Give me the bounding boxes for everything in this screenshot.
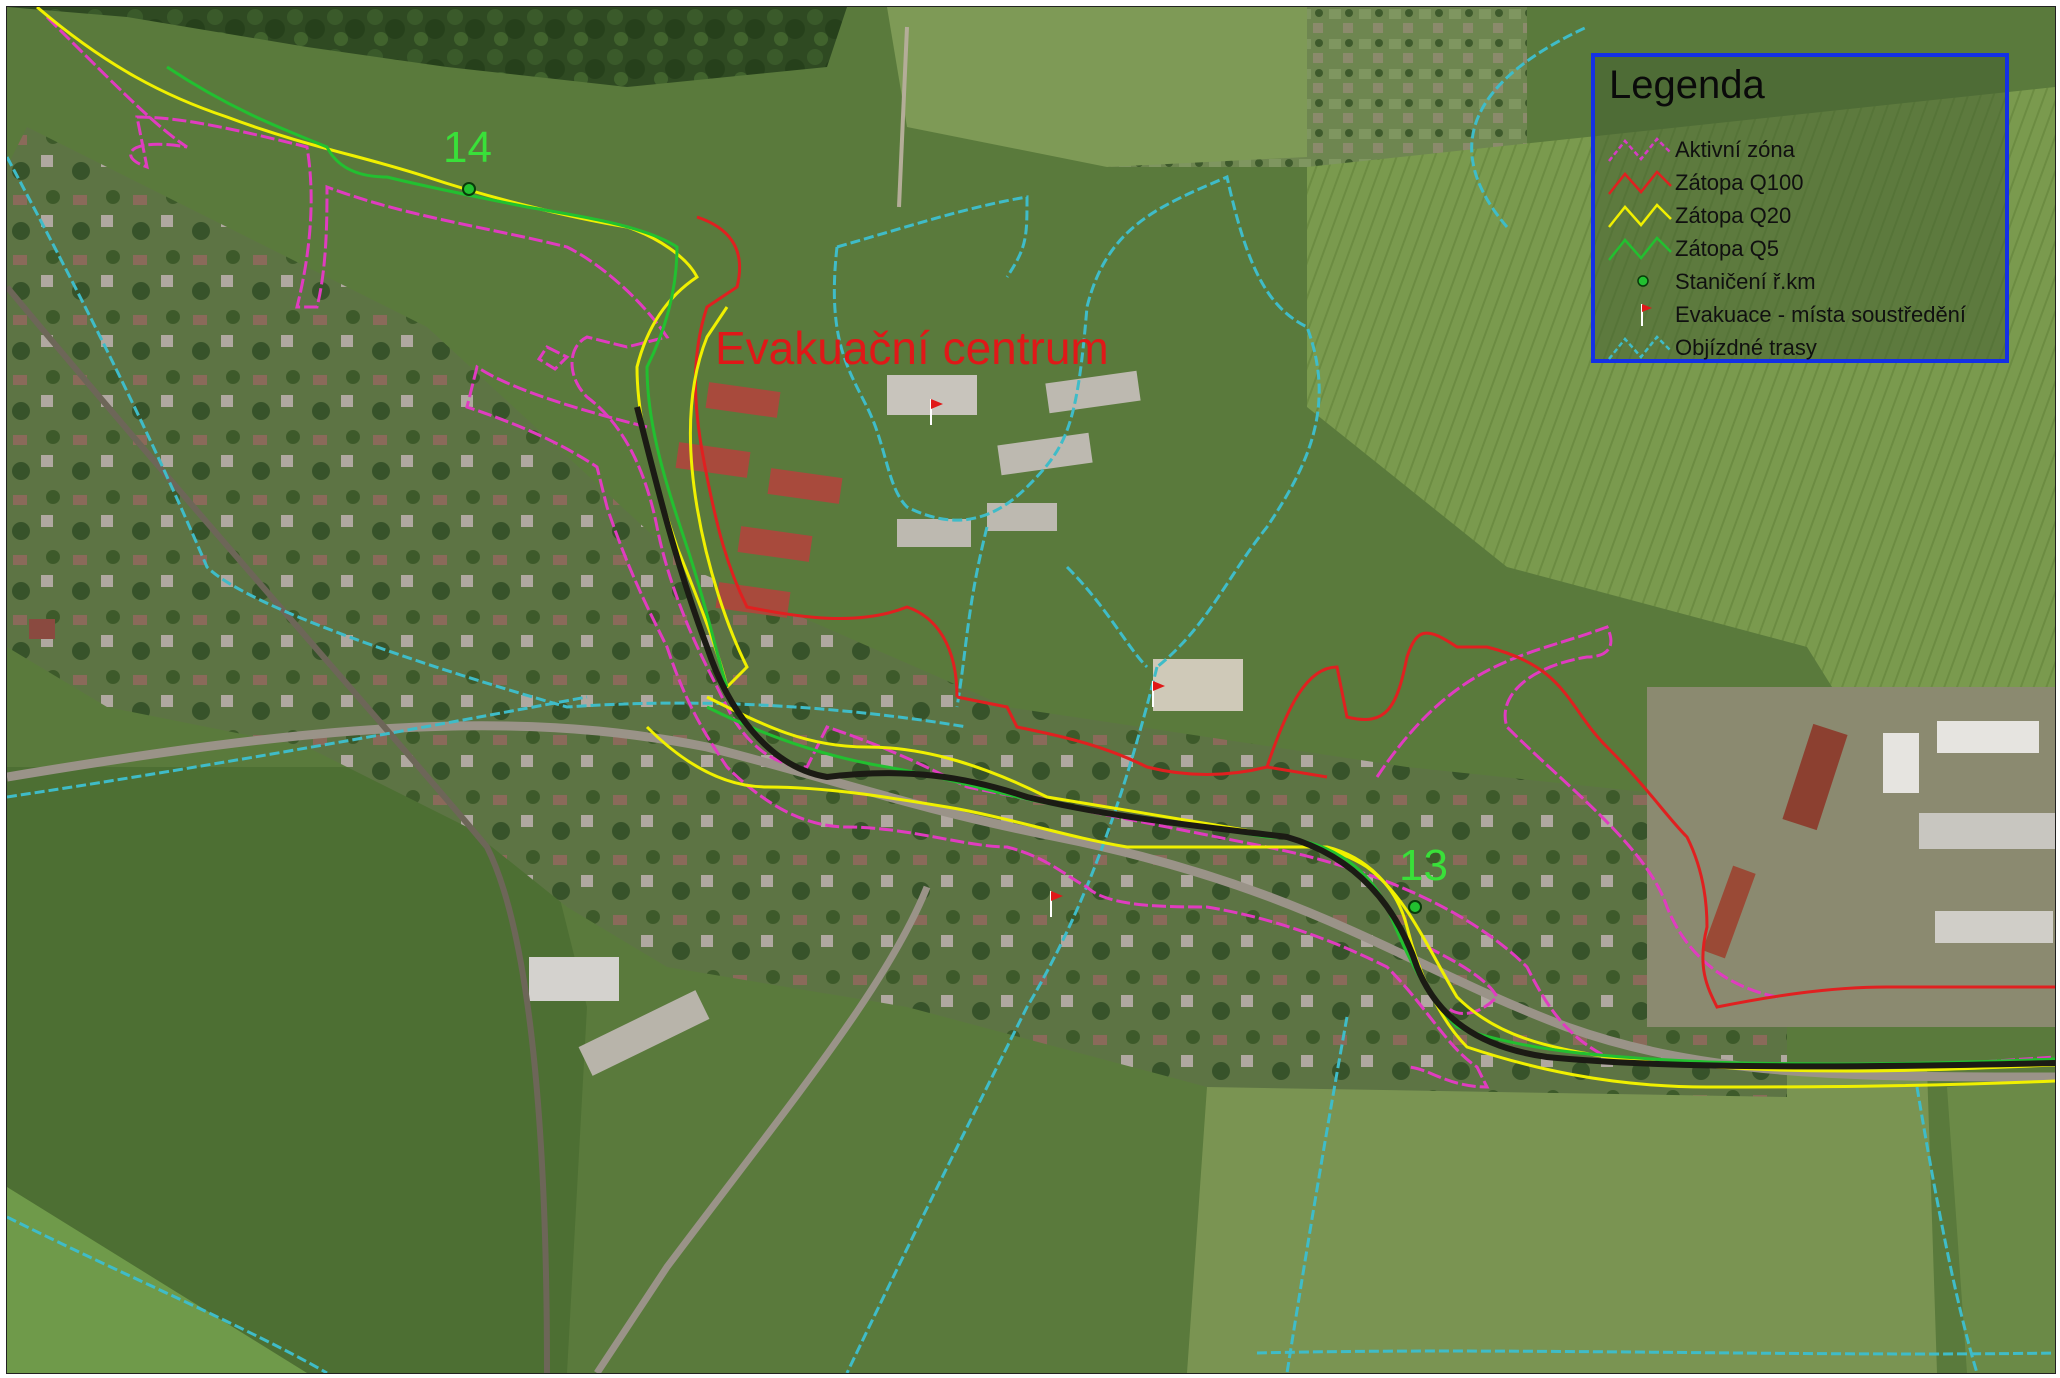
active-zone-boundary bbox=[1375, 625, 1778, 999]
building bbox=[1782, 723, 1848, 831]
building bbox=[1883, 733, 1919, 793]
legend-title: Legenda bbox=[1609, 63, 1765, 107]
detour-route bbox=[1285, 1016, 1349, 1373]
green-dot-icon bbox=[1637, 275, 1649, 287]
field-north-center bbox=[887, 7, 1307, 167]
building bbox=[1935, 911, 2053, 943]
legend-item-active-zone: Aktivní zóna bbox=[1595, 133, 2005, 165]
legend-item-detours: Objízdné trasy bbox=[1595, 331, 2005, 363]
legend-label: Zátopa Q5 bbox=[1675, 236, 1779, 261]
railway bbox=[7, 285, 550, 1373]
field-south bbox=[1187, 1067, 1937, 1373]
active-zone-boundary bbox=[536, 345, 570, 371]
zigzag-dashed-icon bbox=[1608, 137, 1672, 162]
flood-q100 bbox=[693, 215, 959, 698]
building bbox=[29, 619, 55, 639]
building bbox=[767, 468, 843, 504]
detour-route bbox=[1915, 1086, 1979, 1373]
zigzag-cyan-dashed-icon bbox=[1608, 335, 1672, 360]
zigzag-red-icon bbox=[1608, 170, 1672, 195]
field-south-east bbox=[1947, 1077, 2055, 1373]
legend-label: Aktivní zóna bbox=[1675, 137, 1795, 162]
building bbox=[897, 519, 971, 547]
detour-route bbox=[7, 695, 588, 799]
building bbox=[997, 432, 1093, 476]
map-view[interactable]: 14 13 Evakuační centrum Legenda Aktivní … bbox=[6, 6, 2056, 1374]
detour-route bbox=[1256, 1349, 2055, 1356]
map-legend: Legenda Aktivní zóna Zátopa Q100 Zátopa … bbox=[1591, 53, 2009, 363]
building bbox=[1045, 370, 1141, 414]
legend-item-evacuation: Evakuace - místa soustředění bbox=[1595, 298, 2005, 330]
legend-label: Zátopa Q100 bbox=[1675, 170, 1804, 195]
evacuation-points bbox=[930, 399, 1165, 917]
red-flag-icon bbox=[1641, 304, 1652, 326]
building bbox=[578, 990, 710, 1076]
detour-route bbox=[845, 666, 1159, 1373]
station-label-14: 14 bbox=[443, 123, 492, 172]
active-zone-boundary bbox=[465, 364, 1490, 1089]
legend-item-q5: Zátopa Q5 bbox=[1595, 232, 2005, 264]
active-zone-boundary bbox=[1426, 945, 1499, 1016]
detour-route bbox=[955, 526, 989, 708]
legend-item-station: Staničení ř.km bbox=[1595, 265, 2005, 297]
evacuation-flag-icon[interactable] bbox=[930, 399, 943, 425]
building bbox=[737, 526, 813, 562]
field-southwest bbox=[7, 767, 587, 1373]
legend-item-q100: Zátopa Q100 bbox=[1595, 166, 2005, 198]
field-path bbox=[897, 26, 909, 208]
flood-q20 bbox=[36, 7, 749, 690]
evacuation-center-label: Evakuační centrum bbox=[715, 322, 1109, 374]
building bbox=[529, 957, 619, 1001]
legend-label: Objízdné trasy bbox=[1675, 335, 1817, 360]
building bbox=[705, 382, 781, 418]
field-southwest-green bbox=[7, 1187, 307, 1373]
detour-route bbox=[7, 156, 968, 729]
legend-item-q20: Zátopa Q20 bbox=[1595, 199, 2005, 231]
evacuation-flag-icon[interactable] bbox=[1152, 681, 1165, 707]
legend-label: Staničení ř.km bbox=[1675, 269, 1816, 294]
station-dot-14[interactable] bbox=[462, 182, 476, 196]
side-road bbox=[594, 885, 931, 1373]
station-label-13: 13 bbox=[1399, 841, 1448, 890]
flood-q100 bbox=[1266, 765, 1328, 779]
flood-q100 bbox=[956, 631, 2055, 1009]
building bbox=[1919, 813, 2055, 849]
station-dot-13[interactable] bbox=[1408, 900, 1422, 914]
river bbox=[634, 406, 2055, 1070]
flood-q5 bbox=[166, 65, 729, 688]
flood-q20 bbox=[645, 725, 2055, 1089]
legend-label: Zátopa Q20 bbox=[1675, 203, 1792, 228]
building bbox=[1153, 659, 1243, 711]
evacuation-flag-icon[interactable] bbox=[1050, 891, 1063, 917]
detour-route bbox=[1470, 25, 1588, 228]
building bbox=[715, 582, 791, 618]
legend-label: Evakuace - místa soustředění bbox=[1675, 302, 1967, 327]
building bbox=[987, 503, 1057, 531]
active-zone-boundary bbox=[45, 15, 2055, 1069]
building bbox=[1937, 721, 2039, 753]
building bbox=[1702, 865, 1756, 959]
building bbox=[675, 442, 751, 478]
detour-route bbox=[1065, 565, 1149, 669]
zigzag-yellow-icon bbox=[1608, 203, 1672, 228]
zigzag-green-icon bbox=[1608, 236, 1672, 261]
detour-route bbox=[832, 174, 1321, 669]
detour-route bbox=[7, 1215, 328, 1373]
forest-north bbox=[7, 7, 847, 87]
